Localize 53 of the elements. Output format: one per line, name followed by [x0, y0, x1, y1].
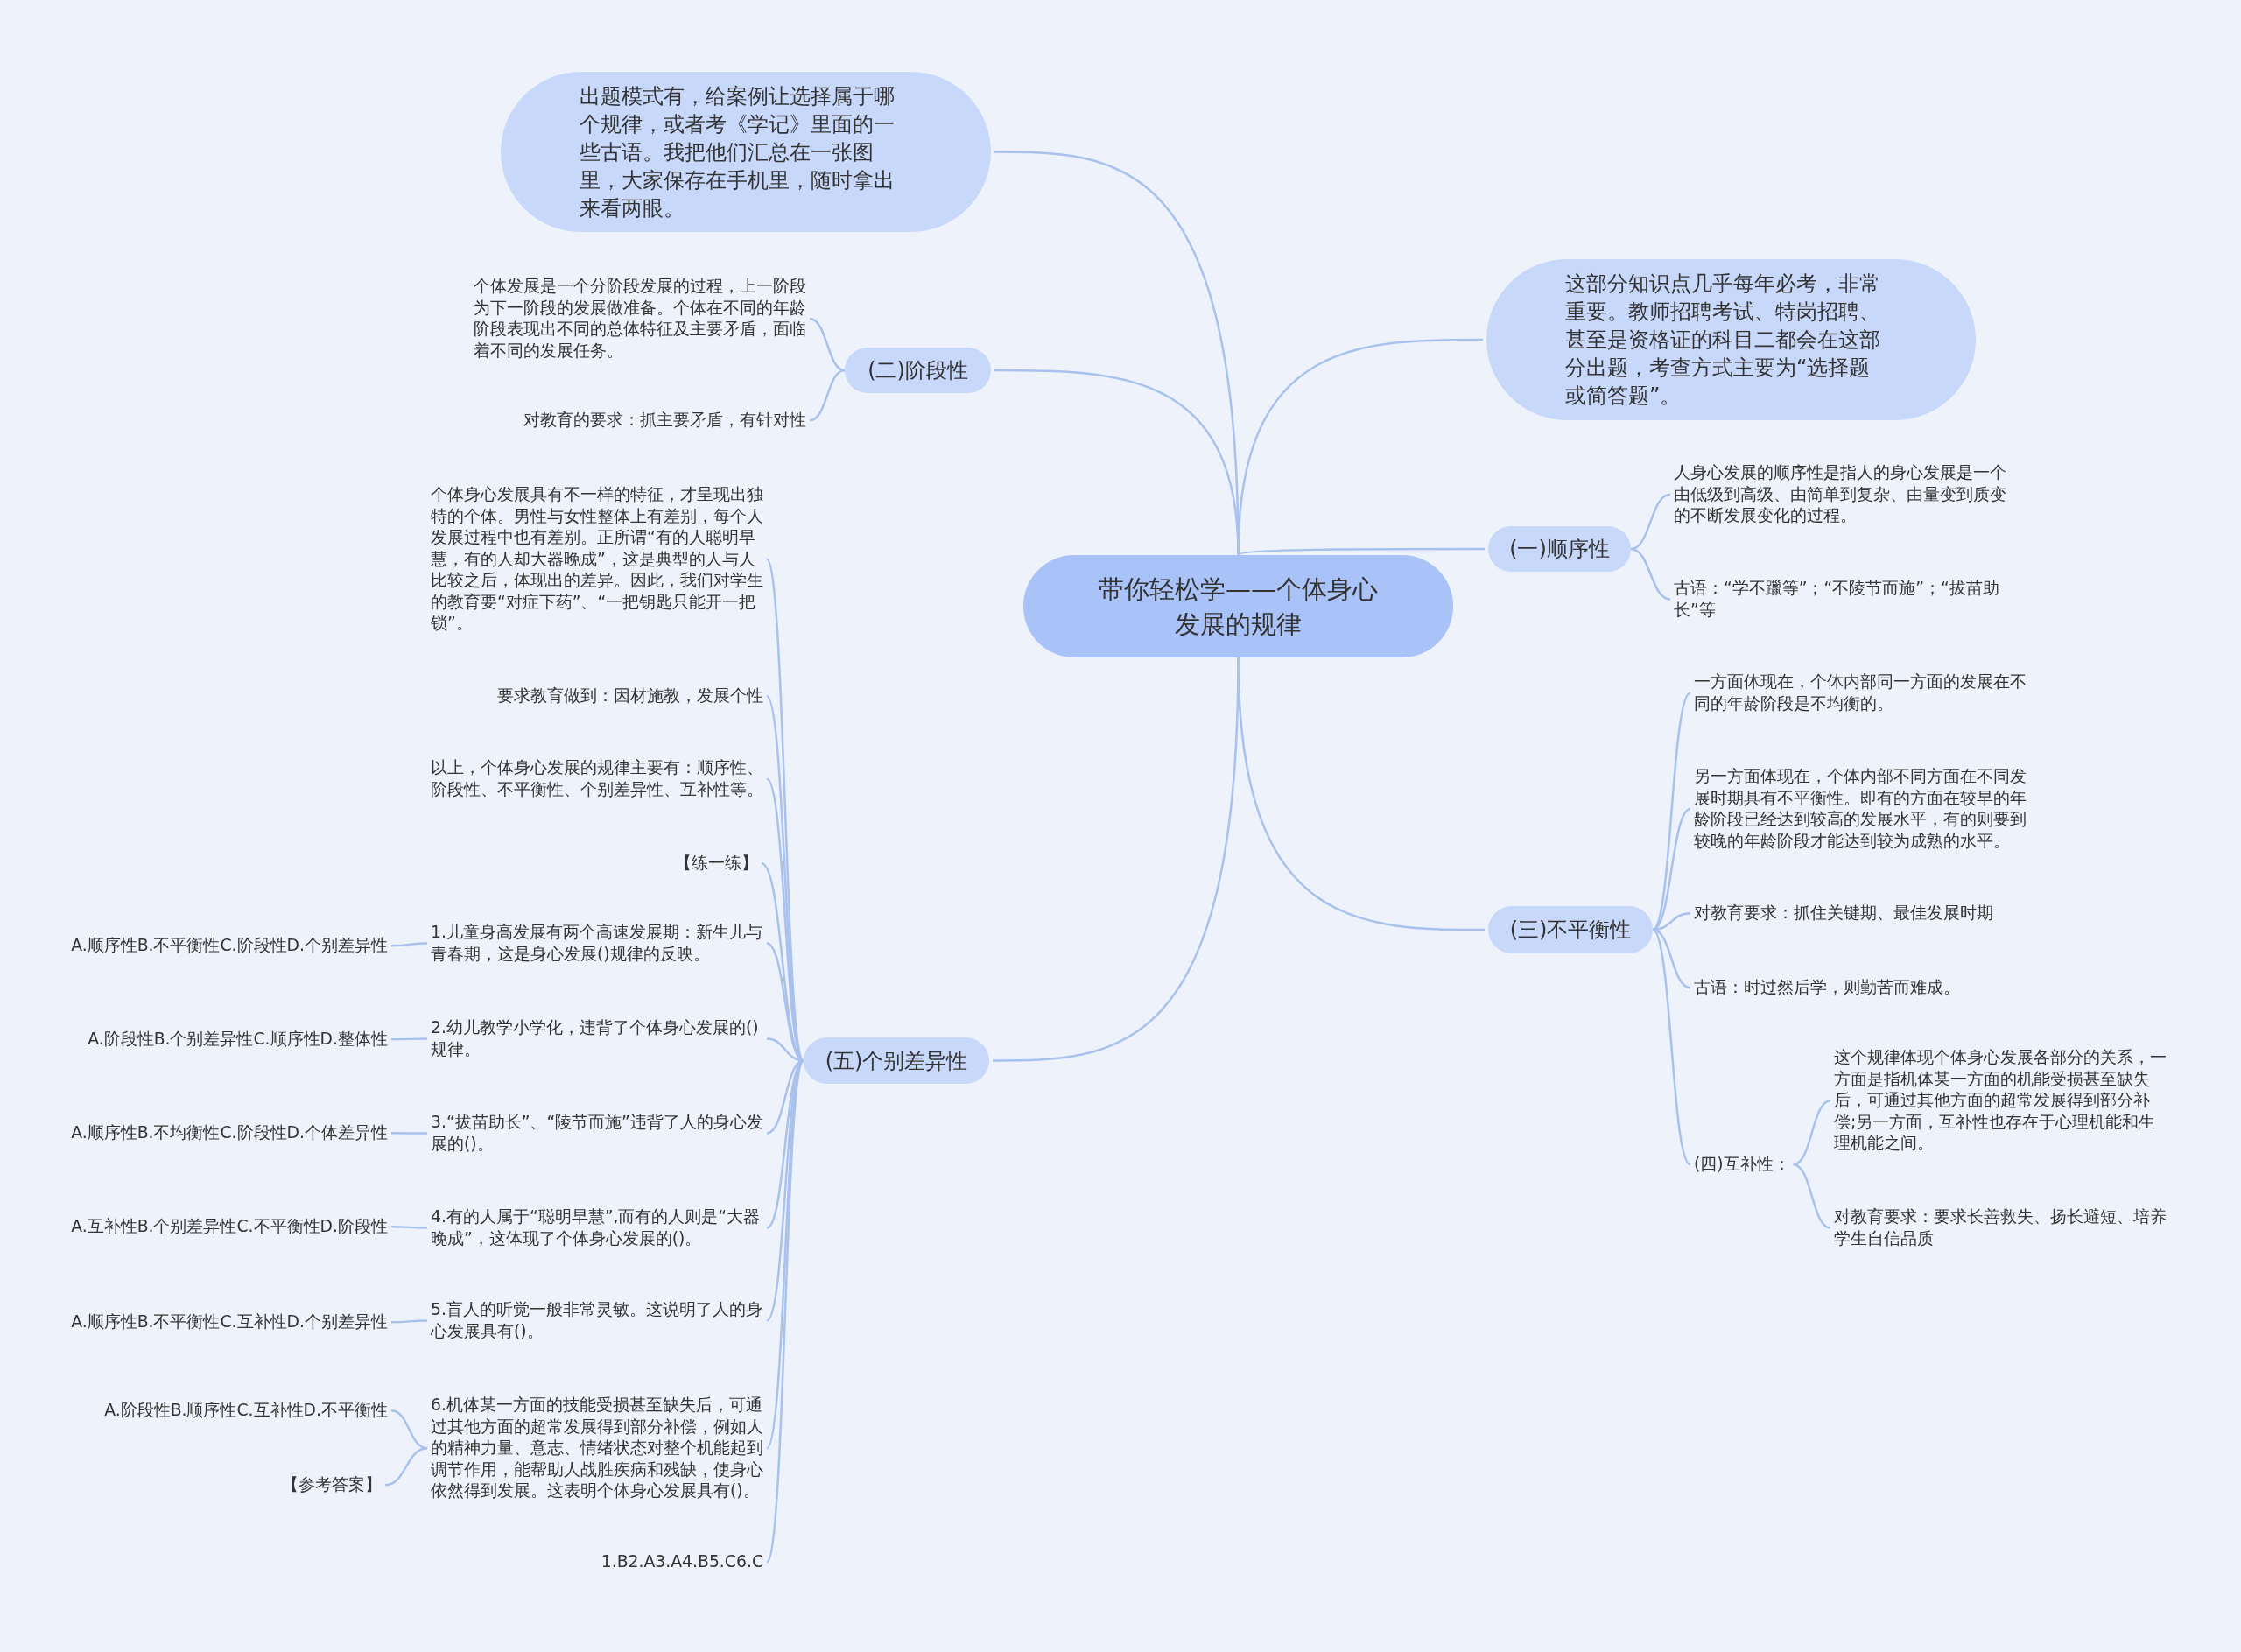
- topic-pill: (五)个别差异性: [804, 1037, 989, 1084]
- branch-text: 另一方面体现在，个体内部不同方面在不同发展时期具有不平衡性。即有的方面在较早的年龄阶段已经达到较高的发展水平，有的则要到较晚的年龄阶段才能达到较为成熟的水平。: [1694, 766, 2027, 852]
- branch-text: A.阶段性B.顺序性C.互补性D.不平衡性: [104, 1400, 388, 1422]
- connector-line: [1652, 692, 1691, 931]
- branch-text: 4.有的人属于“聪明早慧”,而有的人则是“大器晚成”，这体现了个体身心发展的()。: [431, 1206, 763, 1249]
- branch-text: 这个规律体现个体身心发展各部分的关系，一方面是指机体某一方面的机能受损甚至缺失后，可通过其他方面的超常发展得到部分补偿;另一方面，互补性也存在于心理机能和生理机能之间。: [1834, 1047, 2167, 1155]
- note-bubble: 这部分知识点几乎每年必考，非常重要。教师招聘考试、特岗招聘、甚至是资格证的科目二都会在这部分出题，考查方式主要为“选择题或简答题”。: [1486, 259, 1976, 420]
- connector-line: [391, 1132, 427, 1135]
- branch-text: A.互补性B.个别差异性C.不平衡性D.阶段性: [71, 1216, 388, 1238]
- connector-line: [1237, 547, 1485, 557]
- connector-line: [391, 1226, 427, 1229]
- connector-line: [1793, 1163, 1831, 1229]
- branch-text: 【练一练】: [675, 853, 758, 875]
- branch-text: 人身心发展的顺序性是指人的身心发展是一个由低级到高级、由简单到复杂、由量变到质变的不断发展变化的过程。: [1674, 462, 2006, 527]
- central-topic-box: 带你轻松学——个体身心发展的规律: [1023, 555, 1453, 657]
- connector-line: [993, 657, 1240, 1062]
- connector-line: [391, 1319, 427, 1324]
- connector-line: [1630, 493, 1671, 551]
- branch-text: 对教育要求：要求长善救失、扬长避短、培养学生自信品质: [1834, 1206, 2167, 1249]
- branch-text: 以上，个体身心发展的规律主要有：顺序性、阶段性、不平衡性、个别差异性、互补性等。: [431, 757, 763, 800]
- branch-text: 6.机体某一方面的技能受损甚至缺失后，可通过其他方面的超常发展得到部分补偿，例如人的精神力量、意志、情绪状态对整个机能起到调节作用，能帮助人战胜疾病和残缺，使身心依然得到发展。这表明个体身心发展具有()。: [431, 1395, 763, 1502]
- note-bubble: 出题模式有，给案例让选择属于哪个规律，或者考《学记》里面的一些古语。我把他们汇总在一张图里，大家保存在手机里，随时拿出来看两眼。: [501, 72, 991, 232]
- topic-pill: (一)顺序性: [1488, 526, 1631, 572]
- branch-text: 一方面体现在，个体内部同一方面的发展在不同的年龄阶段是不均衡的。: [1694, 671, 2027, 714]
- connector-line: [1793, 1100, 1831, 1166]
- branch-text: 对教育的要求：抓主要矛盾，有针对性: [523, 410, 806, 432]
- connector-line: [384, 1447, 428, 1487]
- connector-line: [391, 942, 427, 947]
- branch-text: A.顺序性B.不均衡性C.阶段性D.个体差异性: [71, 1122, 388, 1144]
- branch-text: 2.幼儿教学小学化，违背了个体身心发展的()规律。: [431, 1017, 763, 1060]
- connector-line: [809, 369, 846, 422]
- branch-text: A.顺序性B.不平衡性C.阶段性D.个别差异性: [71, 935, 388, 957]
- connector-line: [391, 1037, 427, 1041]
- branch-text: 5.盲人的听觉一般非常灵敏。这说明了人的身心发展具有()。: [431, 1299, 763, 1342]
- connector-line: [809, 317, 846, 372]
- branch-text: A.阶段性B.个别差异性C.顺序性D.整体性: [88, 1029, 388, 1051]
- branch-text: 对教育要求：抓住关键期、最佳发展时期: [1694, 903, 1993, 924]
- connector-line: [1652, 929, 1691, 1166]
- branch-text: A.顺序性B.不平衡性C.互补性D.个别差异性: [71, 1311, 388, 1333]
- topic-pill: (二)阶段性: [845, 348, 991, 393]
- branch-text: 要求教育做到：因材施教，发展个性: [497, 685, 763, 707]
- branch-text: (四)互补性：: [1694, 1154, 1790, 1176]
- branch-text: 个体发展是一个分阶段发展的过程，上一阶段为下一阶段的发展做准备。个体在不同的年龄阶段表现出不同的总体特征及主要矛盾，面临着不同的发展任务。: [474, 276, 806, 362]
- connector-line: [765, 1060, 805, 1563]
- branch-text: 个体身心发展具有不一样的特征，才呈现出独特的个体。男性与女性整体上有差别，每个人发展过程中也有差别。正所谓“有的人聪明早慧，有的人却大器晚成”，这是典型的人与人比较之后，体现出的差异。因此，我们对学生的教育要“对症下药”、“一把钥匙只能开一把锁”。: [431, 484, 763, 635]
- branch-text: 古语：时过然后学，则勤苦而难成。: [1694, 977, 1960, 999]
- branch-text: 【参考答案】: [282, 1474, 382, 1496]
- branch-text: 1.B2.A3.A4.B5.C6.C: [601, 1551, 763, 1573]
- branch-text: 古语：“学不躐等”；“不陵节而施”；“拔苗助长”等: [1674, 578, 2006, 621]
- branch-text: 3.“拔苗助长”、“陵节而施”违背了人的身心发展的()。: [431, 1112, 763, 1155]
- connector-line: [1630, 547, 1671, 601]
- topic-pill: (三)不平衡性: [1488, 906, 1653, 953]
- branch-text: 1.儿童身高发展有两个高速发展期：新生儿与青春期，这是身心发展()规律的反映。: [431, 922, 763, 965]
